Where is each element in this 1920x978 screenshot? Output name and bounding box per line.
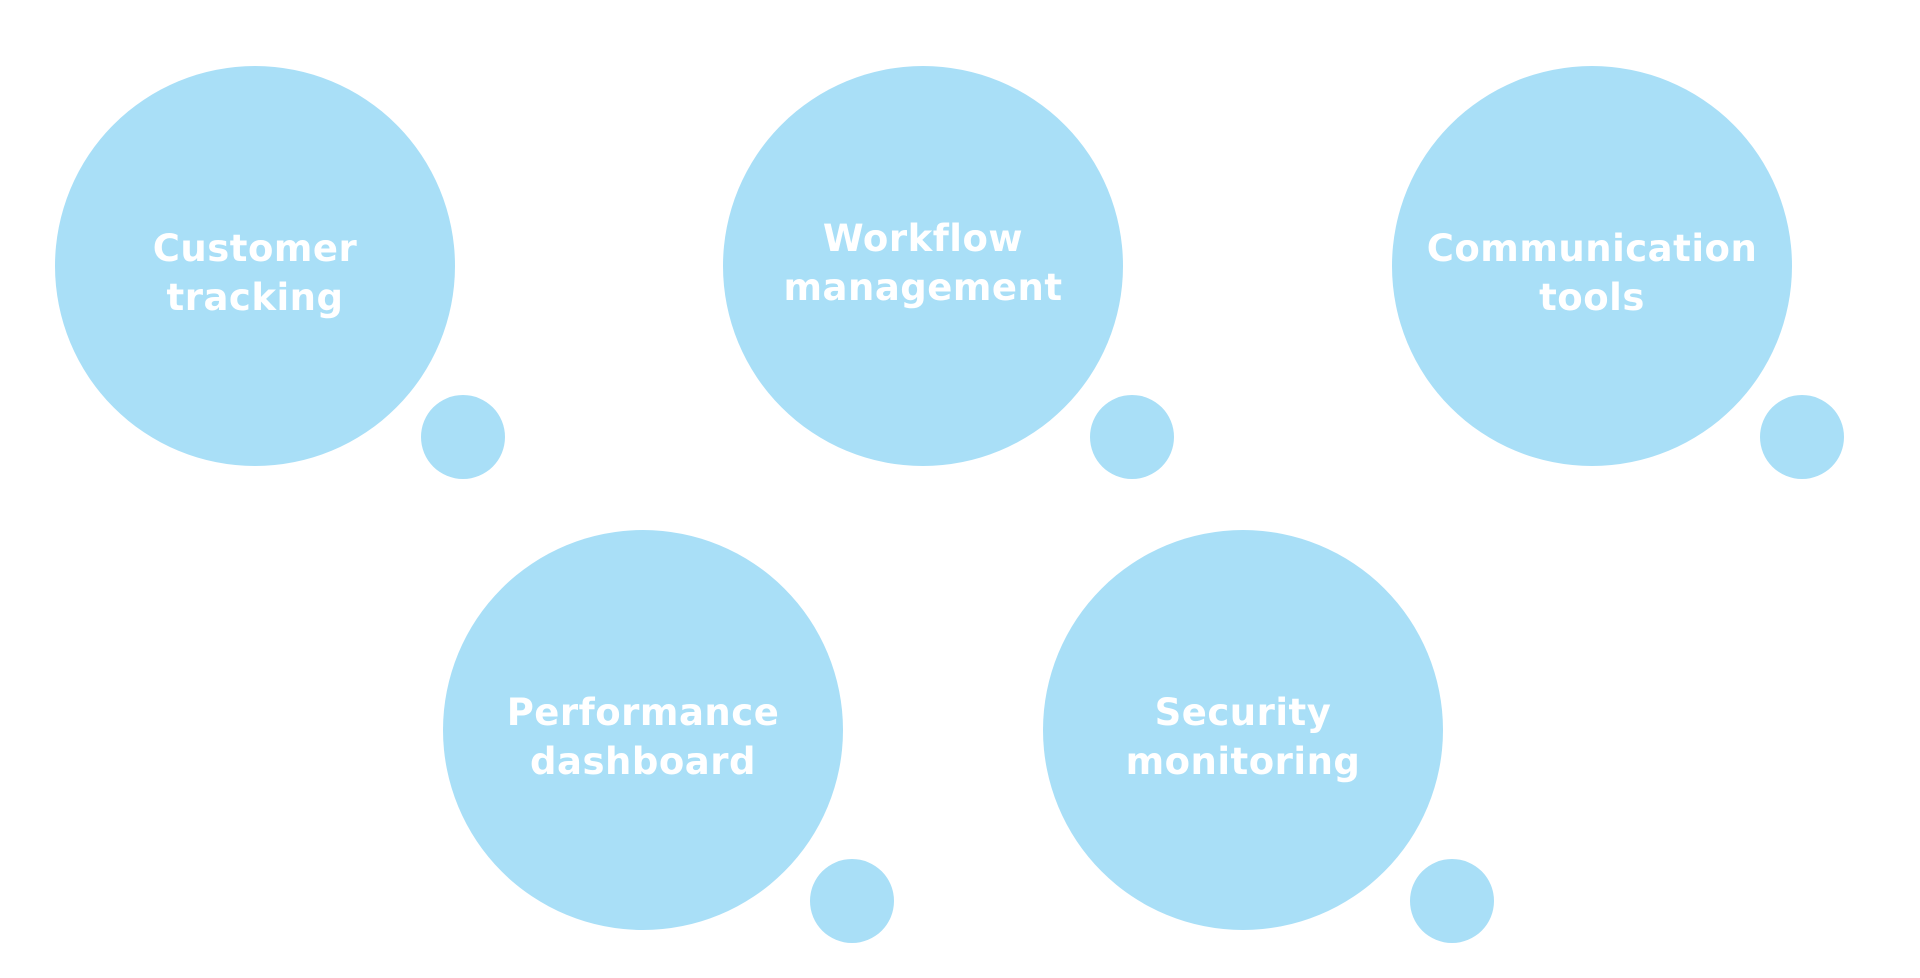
feature-bubble-communication-tools: Communication tools bbox=[1392, 66, 1792, 466]
feature-label-line-2: management bbox=[783, 266, 1063, 309]
feature-label: Communication tools bbox=[1392, 224, 1792, 322]
accent-dot bbox=[421, 395, 505, 479]
feature-label-line-1: Security bbox=[1154, 691, 1332, 734]
feature-label-line-2: tools bbox=[1539, 276, 1645, 319]
accent-dot bbox=[1760, 395, 1844, 479]
feature-label-line-2: monitoring bbox=[1125, 740, 1361, 783]
feature-bubble-performance-dashboard: Performance dashboard bbox=[443, 530, 843, 930]
accent-dot bbox=[1090, 395, 1174, 479]
feature-bubble-customer-tracking: Customer tracking bbox=[55, 66, 455, 466]
accent-dot bbox=[1410, 859, 1494, 943]
feature-label-line-1: Communication bbox=[1426, 227, 1758, 270]
feature-label-line-2: dashboard bbox=[530, 740, 756, 783]
feature-label: Performance dashboard bbox=[443, 688, 843, 786]
accent-dot bbox=[810, 859, 894, 943]
feature-bubble-security-monitoring: Security monitoring bbox=[1043, 530, 1443, 930]
feature-label: Workflow management bbox=[723, 214, 1123, 312]
feature-label-line-2: tracking bbox=[166, 276, 344, 319]
feature-label-line-1: Customer bbox=[152, 227, 358, 270]
feature-bubble-workflow-management: Workflow management bbox=[723, 66, 1123, 466]
feature-label: Security monitoring bbox=[1043, 688, 1443, 786]
feature-label-line-1: Performance bbox=[506, 691, 780, 734]
feature-label: Customer tracking bbox=[55, 224, 455, 322]
feature-label-line-1: Workflow bbox=[822, 217, 1024, 260]
